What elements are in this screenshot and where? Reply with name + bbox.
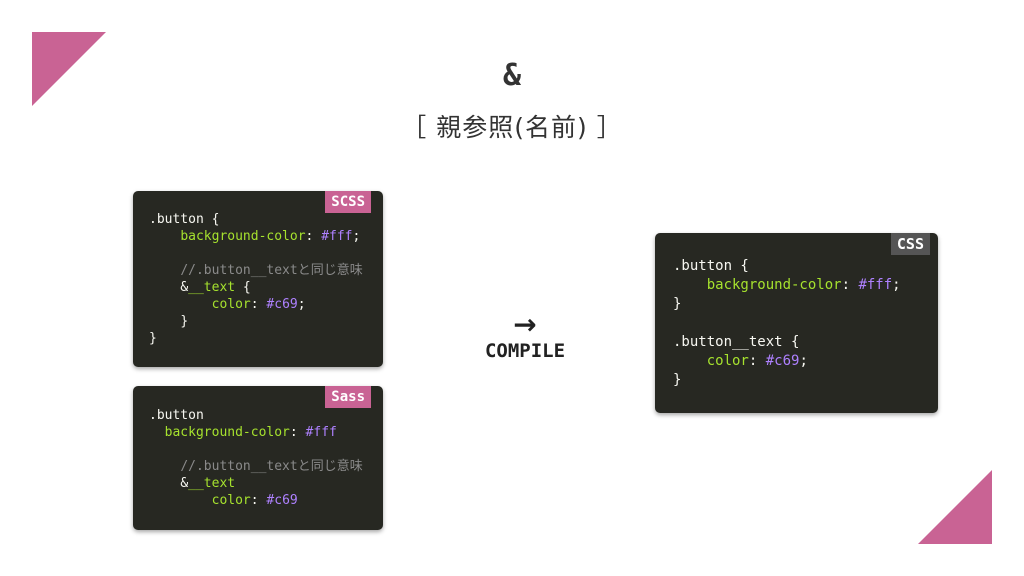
code-line: background-color: #fff; bbox=[706, 277, 901, 293]
top-left-triangle bbox=[32, 32, 106, 106]
code-line: color: #c69 bbox=[211, 493, 298, 508]
code-line: .button__text { bbox=[673, 334, 800, 350]
bottom-right-triangle bbox=[918, 470, 992, 544]
code-line bbox=[149, 245, 363, 262]
slide-subtitle: ［ 親参照(名前) ］ bbox=[401, 113, 623, 142]
code-line: //.button__textと同じ意味 bbox=[180, 263, 363, 278]
code-line: } bbox=[180, 314, 189, 329]
css-code: .button { background-color: #fff;} .butto… bbox=[673, 257, 901, 390]
code-line: } bbox=[673, 296, 682, 312]
code-line bbox=[149, 441, 363, 458]
css-code-panel: CSS .button { background-color: #fff;}.b… bbox=[655, 233, 938, 413]
compile-label: COMPILE bbox=[484, 340, 566, 362]
code-line: color: #c69; bbox=[211, 297, 306, 312]
sass-code-panel: Sass .button background-color: #fff //.b… bbox=[133, 386, 383, 530]
code-line: &__text bbox=[180, 476, 236, 491]
code-line: .button { bbox=[673, 258, 749, 274]
code-line: //.button__textと同じ意味 bbox=[180, 459, 363, 474]
scss-code: .button { background-color: #fff; //.but… bbox=[149, 211, 363, 347]
code-line: &__text { bbox=[180, 280, 251, 295]
code-line: .button bbox=[149, 408, 204, 423]
scss-code-panel: SCSS .button { background-color: #fff; /… bbox=[133, 191, 383, 367]
sass-code: .button background-color: #fff //.button… bbox=[149, 407, 363, 509]
code-line: } bbox=[149, 331, 157, 346]
code-line bbox=[673, 314, 901, 333]
css-badge: CSS bbox=[890, 233, 930, 255]
code-line: background-color: #fff; bbox=[180, 229, 361, 244]
code-line: } bbox=[673, 372, 682, 388]
code-line: color: #c69; bbox=[706, 353, 808, 369]
code-line: .button { bbox=[149, 212, 220, 227]
sass-badge: Sass bbox=[325, 386, 371, 408]
slide-title: & bbox=[502, 58, 522, 93]
right-arrow-icon: → bbox=[513, 308, 537, 341]
code-line: background-color: #fff bbox=[164, 425, 337, 440]
scss-badge: SCSS bbox=[325, 191, 371, 213]
